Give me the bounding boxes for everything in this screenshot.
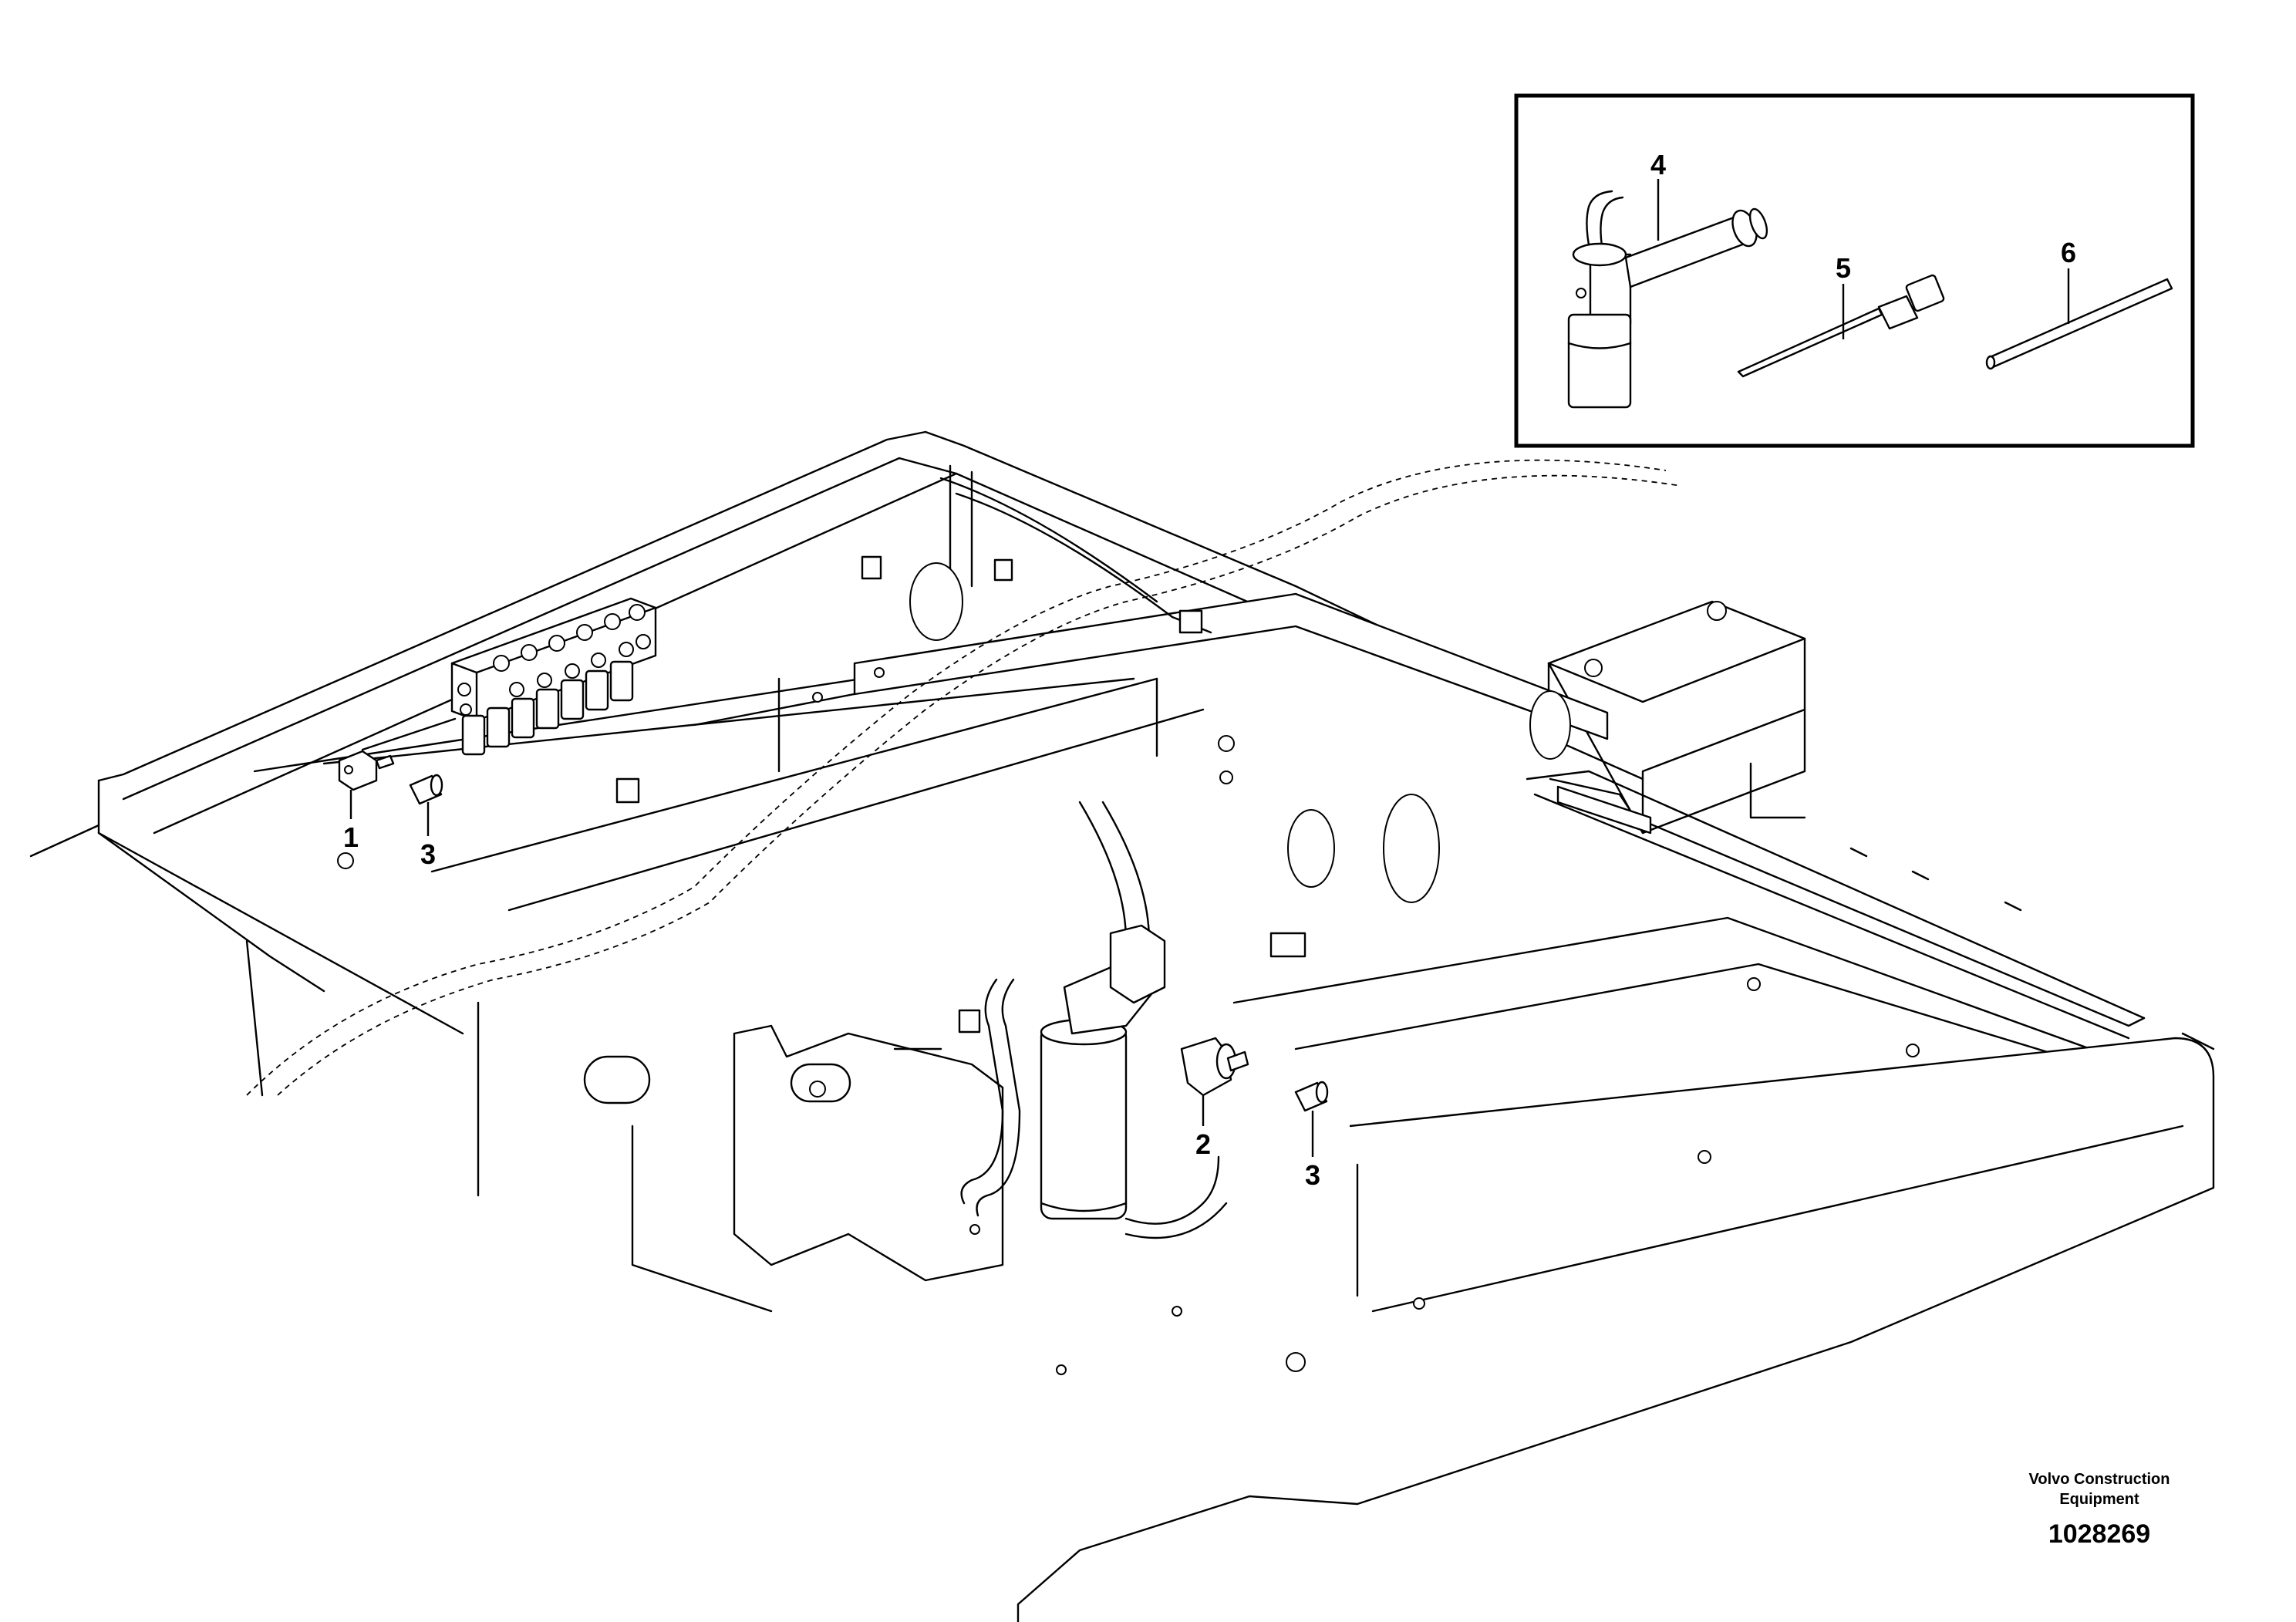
part-3-nipple-b bbox=[1294, 1081, 1329, 1112]
inset-detail-box bbox=[1514, 93, 2195, 448]
grease-pump-item-4 bbox=[1567, 190, 1768, 409]
callout-3a: 3 bbox=[420, 802, 436, 870]
callout-1-label: 1 bbox=[343, 821, 359, 853]
document-number: 1028269 bbox=[2048, 1519, 2150, 1549]
callout-3b: 3 bbox=[1305, 1111, 1320, 1191]
callout-1: 1 bbox=[343, 790, 359, 853]
callout-3b-label: 3 bbox=[1305, 1159, 1320, 1191]
part-3-nipple-a bbox=[409, 774, 443, 805]
part-2-fitting bbox=[1180, 1037, 1249, 1097]
credit-block: Volvo Construction Equipment 1028269 bbox=[2029, 1471, 2170, 1549]
callout-6: 6 bbox=[2061, 237, 2076, 324]
rod-with-knob-item-5 bbox=[1737, 274, 1945, 378]
callout-5: 5 bbox=[1836, 252, 1851, 339]
callout-4-label: 4 bbox=[1650, 149, 1666, 180]
callout-2-label: 2 bbox=[1195, 1128, 1211, 1160]
credit-line-1: Volvo Construction bbox=[2029, 1471, 2170, 1488]
callout-5-label: 5 bbox=[1836, 252, 1851, 284]
tube-item-6 bbox=[1985, 278, 2173, 370]
callout-3a-label: 3 bbox=[420, 838, 436, 870]
callout-4: 4 bbox=[1650, 149, 1666, 241]
filter-canister bbox=[960, 924, 1228, 1239]
callout-6-label: 6 bbox=[2061, 237, 2076, 268]
callout-2: 2 bbox=[1195, 1095, 1211, 1160]
credit-line-2: Equipment bbox=[2059, 1491, 2139, 1508]
grease-distributor-block bbox=[361, 597, 657, 756]
part-1-fitting bbox=[338, 750, 395, 791]
machine-frame bbox=[29, 430, 2215, 1622]
